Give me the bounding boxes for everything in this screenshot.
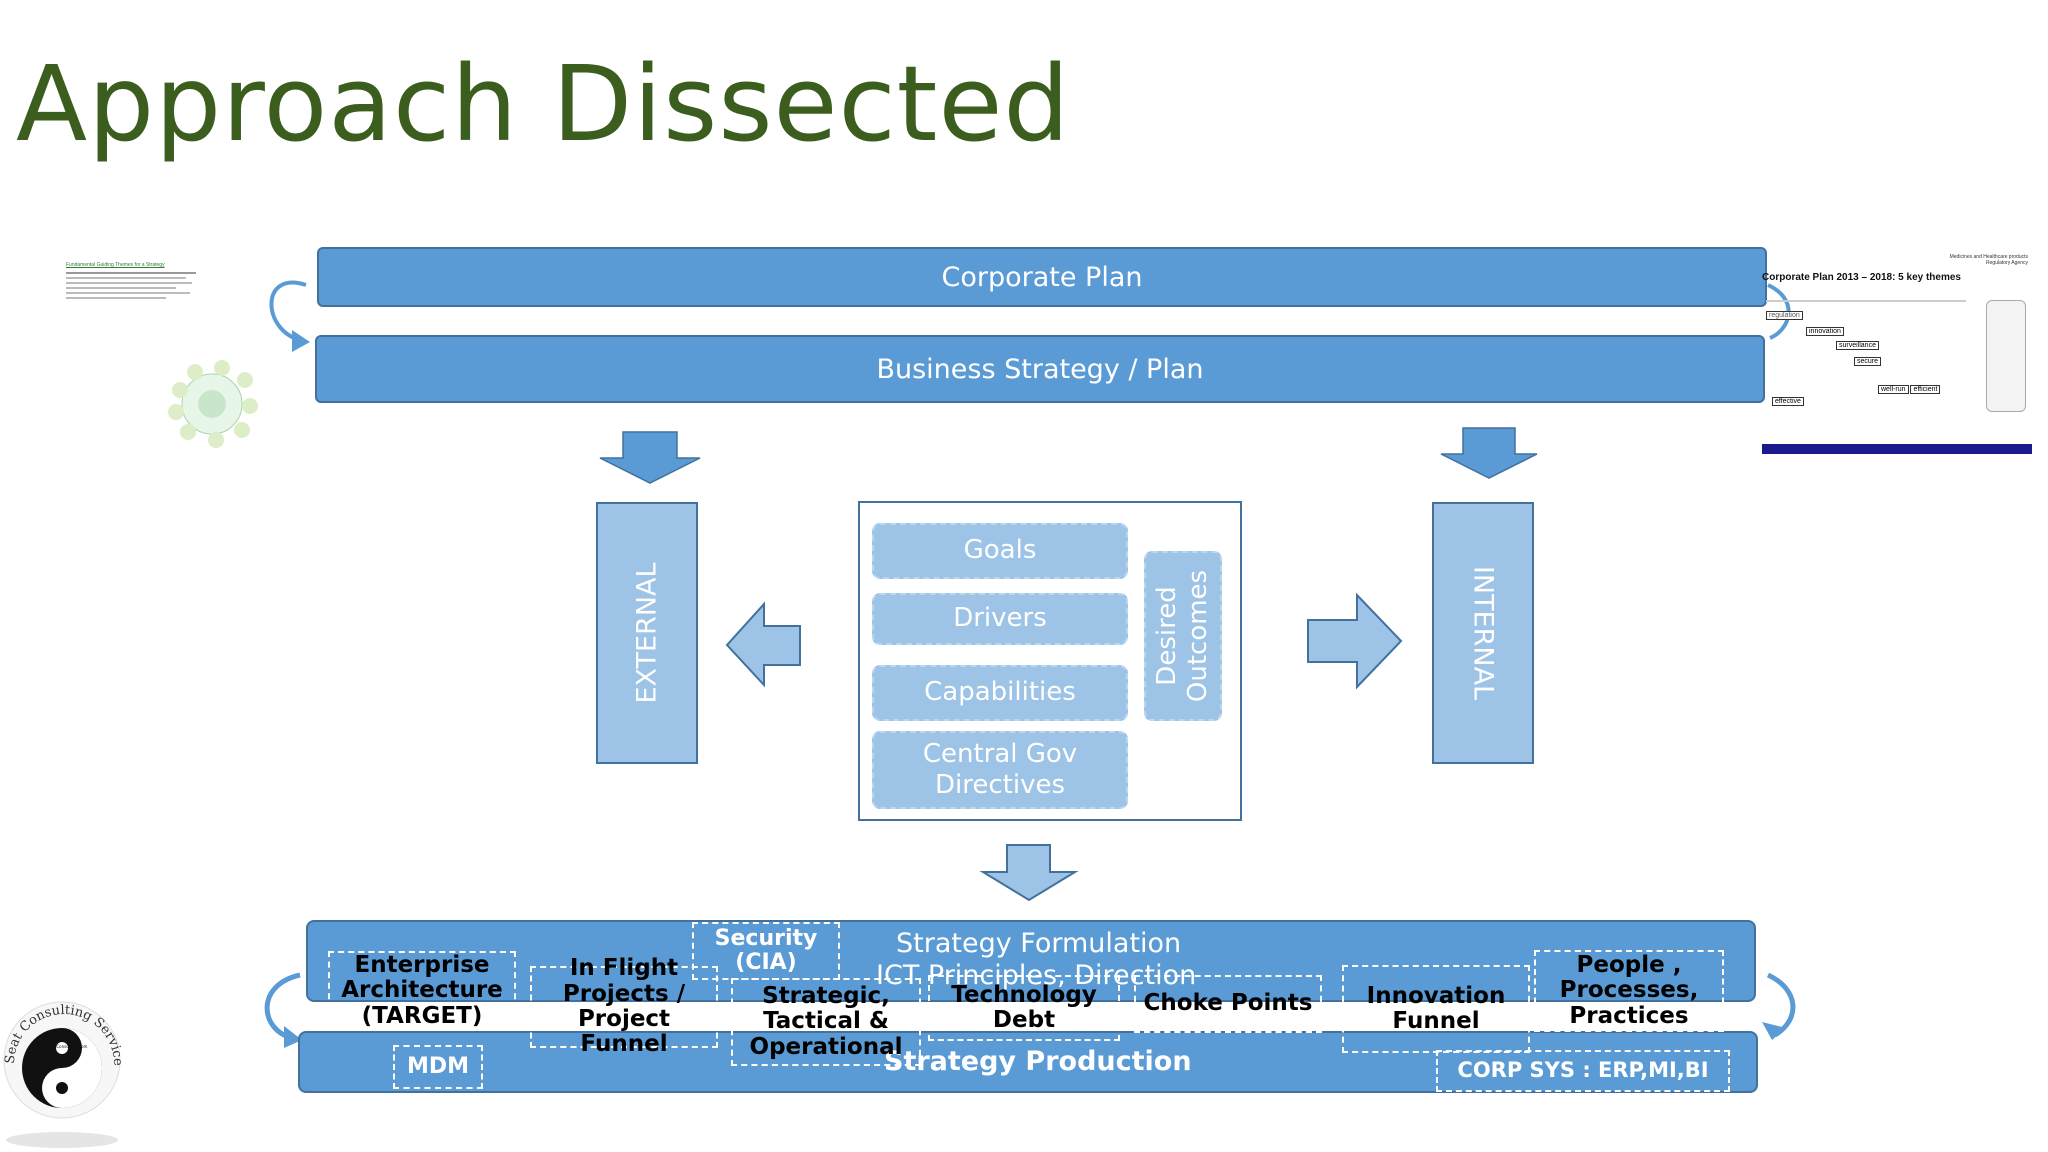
business-strategy-label: Business Strategy / Plan: [876, 353, 1204, 385]
tag-surveillance: surveillance: [1836, 341, 1879, 350]
tag-innovation: innovation: [1806, 327, 1844, 336]
choke-points-box: Choke Points: [1134, 975, 1322, 1033]
left-arrow-icon: [725, 601, 801, 688]
curved-arrow-left-bottom: [264, 972, 301, 1041]
mdm-box: MDM: [393, 1045, 483, 1089]
drivers-item: Drivers: [872, 593, 1128, 645]
tag-efficient: efficient: [1910, 385, 1941, 394]
down-arrow-bottom-icon: [979, 844, 1079, 902]
down-arrow-right-icon: [1440, 427, 1538, 479]
strategy-formulation-bar: [306, 920, 1756, 1002]
left-document-thumbnail: Fundamental Guiding Themes for a Strateg…: [66, 262, 206, 342]
desired-outcomes-panel: Goals Drivers Capabilities Central Gov D…: [858, 501, 1242, 821]
right-corporate-plan-thumbnail: Medicines and Healthcare products Regula…: [1762, 250, 2032, 460]
slide-title: Approach Dissected: [16, 43, 1071, 165]
enterprise-architecture-box: Enterprise Architecture (TARGET): [328, 951, 516, 1031]
internal-box: INTERNAL: [1432, 502, 1534, 764]
tag-well-run: well-run: [1878, 385, 1909, 394]
left-diagram-thumbnail: [168, 360, 258, 448]
people-processes-box: People , Processes, Practices: [1534, 950, 1724, 1032]
external-label: EXTERNAL: [631, 562, 663, 704]
right-thumbnail-header: Medicines and Healthcare products Regula…: [1949, 254, 2028, 266]
tag-effective: effective: [1772, 397, 1804, 406]
business-strategy-bar: Business Strategy / Plan: [315, 335, 1765, 403]
in-flight-projects-box: In Flight Projects / Project Funnel: [530, 956, 718, 1057]
corporate-plan-bar: Corporate Plan: [317, 247, 1767, 307]
seat-consulting-logo: Seat Consulting Services www.SeatConsult…: [0, 998, 125, 1148]
desired-outcomes-label: Desired Outcomes: [1151, 569, 1213, 703]
curved-arrow-left-bottom-head: [284, 1026, 302, 1048]
central-gov-directives-item: Central Gov Directives: [872, 731, 1128, 809]
innovation-funnel-box: Innovation Funnel: [1342, 965, 1530, 1053]
external-box: EXTERNAL: [596, 502, 698, 764]
corp-sys-box: CORP SYS : ERP,MI,BI: [1436, 1050, 1730, 1092]
strategy-production-label: Strategy Production: [884, 1046, 1192, 1077]
strategy-formulation-label: Strategy Formulation: [896, 928, 1182, 959]
internal-label: INTERNAL: [1467, 565, 1499, 701]
desired-outcomes-item: Desired Outcomes: [1144, 551, 1222, 721]
curved-arrow-right-bottom-head: [1762, 1022, 1786, 1040]
technology-debt-box: Technology Debt: [928, 975, 1120, 1041]
right-arrow-icon: [1307, 592, 1403, 690]
tag-secure: secure: [1854, 357, 1882, 366]
corporate-plan-label: Corporate Plan: [941, 261, 1143, 293]
curved-arrow-left-top: [269, 280, 307, 342]
strategy-production-bar: [298, 1031, 1758, 1093]
curved-arrow-left-top-head: [292, 330, 310, 352]
right-thumbnail-title: Corporate Plan 2013 – 2018: 5 key themes: [1762, 272, 1961, 283]
tag-regulation: regulation: [1766, 311, 1803, 320]
capabilities-item: Capabilities: [872, 665, 1128, 721]
strategic-tactical-box: Strategic, Tactical & Operational: [731, 978, 921, 1066]
left-thumbnail-heading: Fundamental Guiding Themes for a Strateg…: [66, 262, 165, 268]
goals-item: Goals: [872, 523, 1128, 579]
down-arrow-left-icon: [599, 431, 701, 484]
logo-url: www.SeatConsulting.com: [37, 1044, 88, 1049]
